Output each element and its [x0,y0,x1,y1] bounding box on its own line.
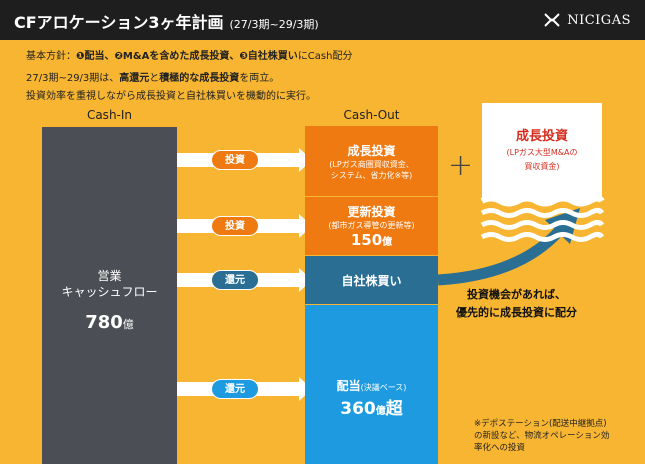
cash-in-amount: 780億 [85,312,134,333]
cash-in-heading: Cash-In [86,108,133,122]
cash-in-label-2: キャッシュフロー [61,285,158,299]
header-bar: CFアロケーション3ヶ年計画(27/3期~29/3期) NICIGAS [0,0,645,40]
flow-label-invest-1: 投資 [211,150,259,170]
buyback-box: 自社株買い [305,256,438,304]
efficiency-line: 投資効率を重視しながら成長投資と自社株買いを機動的に実行。 [26,91,316,102]
priority-note: 投資機会があれば、 優先的に成長投資に配分 [456,288,577,319]
policy-line: 基本方針：❶配当、❷M&Aを含めた成長投資、❸自社株買いにCash配分 [26,51,353,62]
flow-label-return-1: 還元 [211,270,259,290]
period-label: (27/3期~29/3期) [229,18,319,31]
footnote: ※デポステーション(配送中継拠点) の新設など、物流オペレーション効 率化への投… [474,419,610,453]
flow-label-invest-2: 投資 [211,216,259,236]
dividend-box: 配当(決議ベース) 360億超 [305,305,438,464]
cash-in-block: 営業キャッシュフロー 780億 [42,127,177,464]
renewal-investment-box: 更新投資 (都市ガス導管の更新等) 150億 [305,197,438,255]
flow-label-return-2: 還元 [211,379,259,399]
cash-in-label-1: 営業 [97,269,122,283]
large-ma-box: 成長投資 (LPガス大型M&Aの 買収資金) [482,103,602,201]
page-title: CFアロケーション3ヶ年計画(27/3期~29/3期) [14,13,319,32]
cash-out-heading: Cash-Out [343,108,400,122]
logo-icon [544,13,560,27]
logo-text: NICIGAS [567,12,631,28]
period-line: 27/3期~29/3期は、高還元と積極的な成長投資を両立。 [26,73,280,84]
growth-investment-box: 成長投資 (LPガス商圏買収資金、 システム、省力化※等) [305,126,438,196]
plus-sign: + [448,148,474,183]
company-logo: NICIGAS [543,11,631,29]
